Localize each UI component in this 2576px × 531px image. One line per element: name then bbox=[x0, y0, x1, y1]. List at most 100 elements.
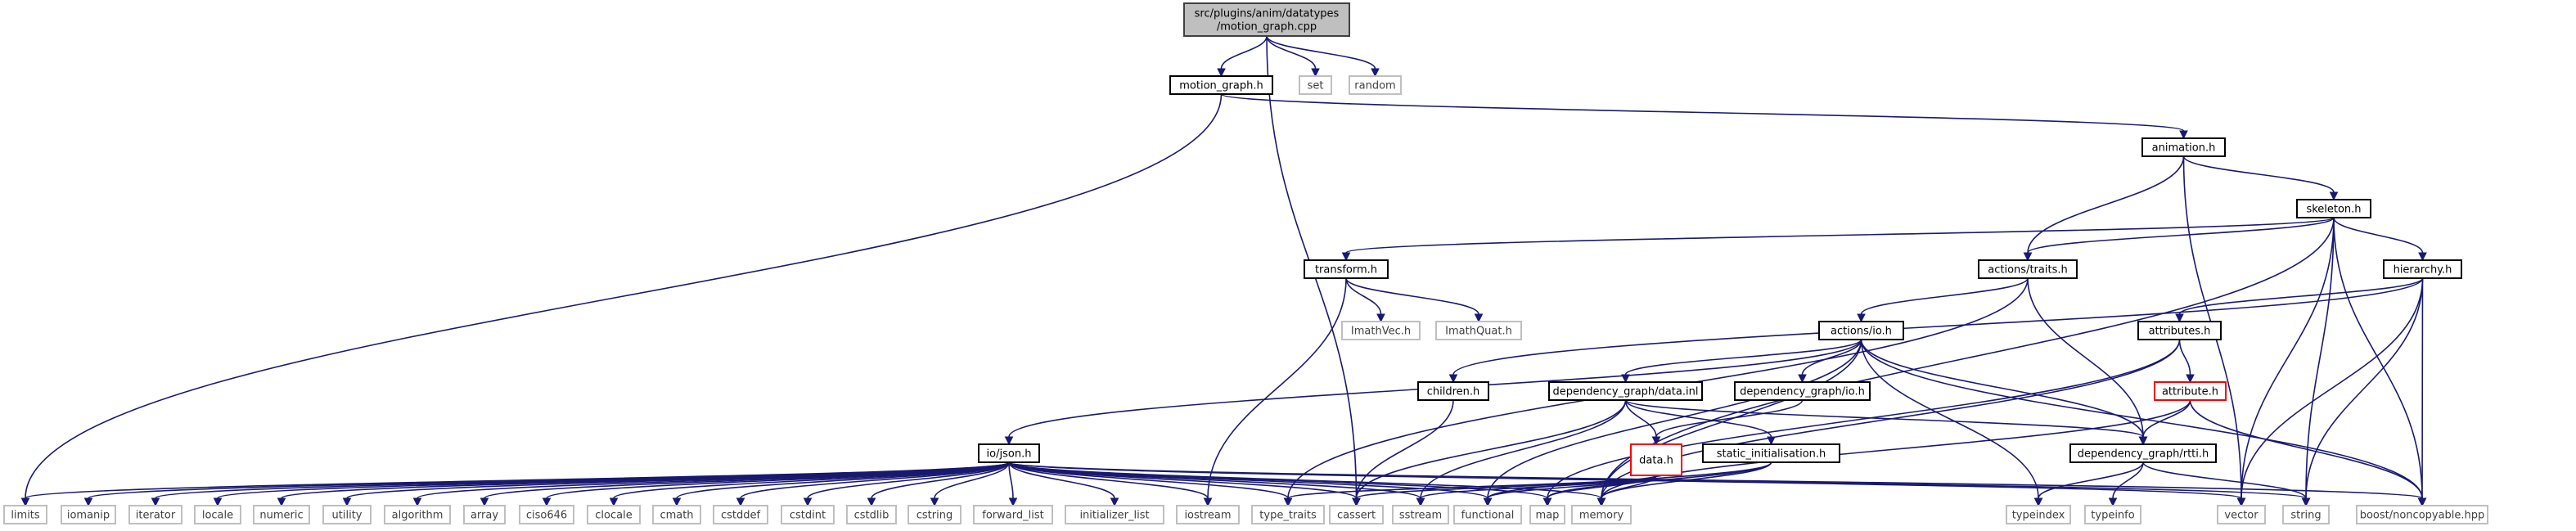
node-actions-traits-h[interactable]: actions/traits.h bbox=[1978, 259, 2078, 279]
node-label: dependency_graph/data.inl bbox=[1553, 386, 1699, 398]
edge-io-json-h-to-cstring bbox=[930, 461, 1010, 507]
node-box bbox=[2154, 381, 2227, 401]
edge-arrowhead bbox=[1857, 313, 1866, 323]
edge-line bbox=[1487, 339, 1862, 499]
node-box bbox=[2296, 199, 2371, 218]
node-box bbox=[713, 505, 768, 524]
node-attribute-h[interactable]: attribute.h bbox=[2154, 381, 2227, 401]
node-type-traits: type_traits bbox=[1251, 505, 1325, 524]
edge-actions-traits-h-to-dg-rtti-h bbox=[2027, 277, 2148, 446]
node-label: cstddef bbox=[721, 510, 761, 522]
edge-line bbox=[2240, 217, 2335, 499]
edge-line bbox=[1008, 461, 1602, 499]
node-label: memory bbox=[1579, 510, 1624, 522]
edge-arrowhead bbox=[1376, 313, 1385, 323]
edge-line bbox=[1008, 461, 1209, 499]
node-box bbox=[384, 505, 451, 524]
edge-line bbox=[1860, 277, 2029, 315]
node-box bbox=[2282, 505, 2330, 524]
edge-motion-graph-h-to-limits bbox=[20, 93, 1223, 507]
edge-line bbox=[1860, 339, 2423, 499]
edge-dg-rtti-h-to-typeinfo bbox=[2108, 461, 2144, 507]
edge-line bbox=[2112, 461, 2144, 499]
node-box bbox=[907, 505, 961, 524]
edge-io-json-h-to-forward-list bbox=[1008, 461, 1018, 507]
edge-line bbox=[1624, 399, 2144, 438]
node-cstdint: cstdint bbox=[781, 505, 835, 524]
edge-actions-io-h-to-dg-rtti-h bbox=[1860, 339, 2148, 446]
edge-line bbox=[2142, 399, 2191, 438]
node-skeleton-h[interactable]: skeleton.h bbox=[2296, 199, 2371, 218]
edge-arrowhead bbox=[1416, 497, 1425, 507]
edge-line bbox=[2178, 339, 2191, 376]
edge-io-json-h-to-iostream bbox=[1008, 461, 1213, 507]
node-box bbox=[322, 505, 372, 524]
edge-actions-io-h-to-dg-io-h bbox=[1798, 339, 1862, 384]
node-array: array bbox=[463, 505, 506, 524]
node-box bbox=[2137, 321, 2222, 340]
node-box bbox=[2383, 259, 2462, 279]
node-motion-graph-h[interactable]: motion_graph.h bbox=[1169, 75, 1273, 95]
node-transform-h[interactable]: transform.h bbox=[1304, 259, 1389, 279]
edge-line bbox=[2189, 399, 2423, 499]
node-initializer-list: initializer_list bbox=[1065, 505, 1164, 524]
edge-arrowhead bbox=[2236, 497, 2246, 507]
node-actions-io-h[interactable]: actions/io.h bbox=[1818, 321, 1904, 340]
node-label: skeleton.h bbox=[2306, 204, 2361, 216]
node-box bbox=[1571, 505, 1632, 524]
edge-io-json-h-to-cstdint bbox=[803, 461, 1010, 507]
edge-root-to-set bbox=[1266, 35, 1320, 78]
edge-io-json-h-to-initializer-list bbox=[1008, 461, 1119, 507]
node-box bbox=[1417, 381, 1489, 401]
node-attributes-h[interactable]: attributes.h bbox=[2137, 321, 2222, 340]
node-dg-io-h[interactable]: dependency_graph/io.h bbox=[1734, 381, 1871, 401]
edge-arrowhead bbox=[1767, 436, 1776, 446]
node-label: map bbox=[1536, 510, 1560, 522]
node-box bbox=[2141, 137, 2226, 157]
edge-skeleton-h-to-hierarchy-h bbox=[2333, 217, 2427, 262]
edge-arrowhead bbox=[342, 497, 352, 507]
node-animation-h[interactable]: animation.h bbox=[2141, 137, 2226, 157]
node-data-h[interactable]: data.h bbox=[1630, 443, 1682, 476]
node-label: actions/io.h bbox=[1831, 326, 1892, 338]
node-algorithm: algorithm bbox=[384, 505, 451, 524]
edge-actions-io-h-to-dg-data-inl bbox=[1621, 339, 1862, 384]
edge-hierarchy-h-to-string bbox=[2301, 277, 2424, 507]
edge-transform-h-to-imathvec-h bbox=[1345, 277, 1385, 323]
edge-arrowhead bbox=[1448, 374, 1458, 384]
node-static-init-h[interactable]: static_initialisation.h bbox=[1702, 443, 1840, 463]
node-label: attribute.h bbox=[2162, 386, 2218, 398]
node-children-h[interactable]: children.h bbox=[1417, 381, 1489, 401]
edge-line bbox=[1008, 461, 2423, 499]
edge-root-to-random bbox=[1266, 35, 1380, 78]
node-box bbox=[128, 505, 182, 524]
edge-arrowhead bbox=[2033, 497, 2043, 507]
node-dg-data-inl[interactable]: dependency_graph/data.inl bbox=[1548, 381, 1703, 401]
edge-line bbox=[217, 461, 1010, 499]
edge-line bbox=[740, 461, 1010, 499]
edge-arrowhead bbox=[2301, 497, 2311, 507]
edge-line bbox=[281, 461, 1010, 499]
node-label: random bbox=[1354, 80, 1395, 92]
edge-arrowhead bbox=[1004, 436, 1014, 446]
node-io-json-h[interactable]: io/json.h bbox=[978, 443, 1040, 463]
node-label: numeric bbox=[259, 510, 303, 522]
node-dg-rtti-h[interactable]: dependency_graph/rtti.h bbox=[2069, 443, 2217, 463]
node-typeindex: typeindex bbox=[2006, 505, 2071, 524]
edge-arrowhead bbox=[2418, 252, 2427, 262]
node-box bbox=[61, 505, 116, 524]
node-box bbox=[2006, 505, 2071, 524]
node-label: dependency_graph/io.h bbox=[1740, 386, 1865, 398]
node-sstream: sstream bbox=[1392, 505, 1449, 524]
node-label: children.h bbox=[1427, 386, 1480, 398]
edge-dg-rtti-h-to-string bbox=[2142, 461, 2311, 507]
edge-line bbox=[1624, 399, 1772, 438]
edge-line bbox=[25, 93, 1223, 499]
edge-arrowhead bbox=[1621, 374, 1630, 384]
edge-io-json-h-to-memory bbox=[1008, 461, 1606, 507]
node-limits: limits bbox=[3, 505, 47, 524]
node-hierarchy-h[interactable]: hierarchy.h bbox=[2383, 259, 2462, 279]
node-root[interactable]: src/plugins/anim/datatypes/motion_graph.… bbox=[1183, 2, 1350, 37]
node-label: array bbox=[471, 510, 498, 522]
node-label: cstring bbox=[916, 510, 952, 522]
